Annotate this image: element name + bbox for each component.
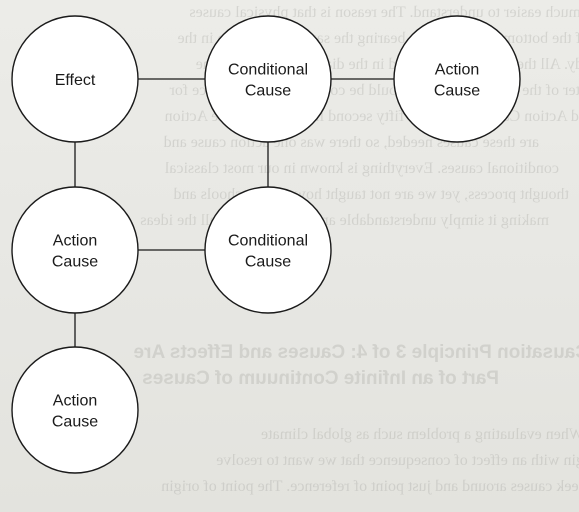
node-label: Action [53, 233, 97, 250]
node-label: Action [435, 62, 479, 79]
node-label: Cause [245, 254, 291, 271]
node-label: Cause [245, 83, 291, 100]
diagram-edges [74, 78, 394, 347]
node-label: Conditional [228, 233, 308, 250]
node-effect: Effect [11, 15, 139, 143]
node-label: Cause [434, 83, 480, 100]
node-circle [204, 186, 332, 314]
node-circle [11, 15, 139, 143]
diagram-nodes: EffectConditionalCauseActionCauseActionC… [11, 15, 521, 474]
node-circle [11, 346, 139, 474]
node-circle [393, 15, 521, 143]
node-circle [204, 15, 332, 143]
node-circle [11, 186, 139, 314]
node-label: Conditional [228, 62, 308, 79]
node-label: Effect [55, 72, 96, 89]
node-label: Cause [52, 414, 98, 431]
node-label: Action [53, 393, 97, 410]
node-label: Cause [52, 254, 98, 271]
